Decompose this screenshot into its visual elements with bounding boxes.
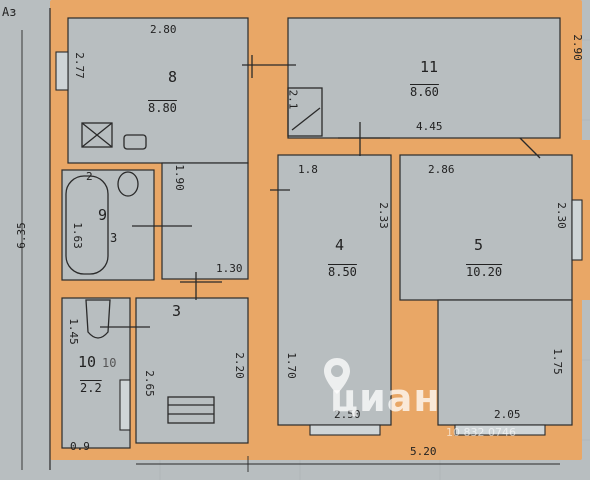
room-10-floor [61, 297, 131, 449]
dim-room11-width: 4.45 [416, 120, 443, 133]
dim-room11-depth: 2.90 [570, 34, 584, 61]
watermark-brand: циан [330, 376, 441, 420]
room-10-number: 10 [78, 353, 97, 371]
dim-room5-width: 2.86 [428, 163, 455, 176]
room-5-number: 5 [474, 236, 484, 254]
room-11-number: 11 [420, 58, 439, 76]
dim-room8-stub: 1.30 [216, 262, 243, 275]
axis-mark: Аз [2, 5, 17, 19]
dim-total-depth: 6.35 [14, 222, 28, 249]
dim-room4-lower: 1.70 [284, 352, 298, 379]
toilet-icon [85, 299, 111, 339]
dim-room10-depth: 1.45 [66, 318, 80, 345]
dim-room11-door: 2.1 [286, 89, 300, 110]
outside-strip [0, 0, 50, 480]
washbasin-icon [117, 171, 139, 197]
dim-room10-width: 0.9 [70, 440, 90, 453]
door-11 [287, 87, 323, 137]
dim-room4-depth: 2.33 [376, 202, 390, 229]
location-pin-icon [324, 358, 350, 394]
stove-icon [81, 122, 113, 148]
room-8-number: 8 [168, 68, 178, 86]
room-8-area: 8.80 [148, 101, 177, 115]
room-11-area: 8.60 [410, 85, 439, 99]
room-8-floor [67, 17, 249, 164]
dim-room8-depth: 2.77 [72, 52, 86, 79]
room-10-area: 2.2 [80, 381, 102, 395]
fixtures [65, 122, 215, 424]
room-5-lower [437, 299, 573, 426]
dim-room3-side: 2.65 [142, 370, 156, 397]
watermark-id: 10 832 0746 [446, 426, 516, 439]
doors [100, 55, 541, 328]
room-10-mark: 10 [102, 356, 117, 370]
dim-room5-depth: 2.30 [554, 202, 568, 229]
dim-room8-lower: 1.90 [172, 164, 186, 191]
room-4-number: 4 [335, 236, 345, 254]
dim-room8-width: 2.80 [150, 23, 177, 36]
dimension-lines [21, 30, 560, 472]
sink-icon [123, 134, 147, 150]
room-interiors [61, 17, 573, 449]
room-8-lower [161, 162, 249, 280]
room-4-area: 8.50 [328, 265, 357, 279]
room-3-number: 3 [172, 302, 182, 320]
room-5-floor [399, 154, 573, 301]
room-11-floor [287, 17, 561, 139]
dim-room4-width: 2.50 [334, 408, 361, 421]
room-9-area: 3 [110, 231, 118, 245]
dim-room5-lower-width: 2.05 [494, 408, 521, 421]
dim-total-width: 5.20 [410, 445, 437, 458]
dim-room4-top: 1.8 [298, 163, 318, 176]
dim-room9-mark: 2 [86, 170, 93, 183]
dim-room9-depth: 1.63 [70, 222, 84, 249]
dim-room3-depth: 2.20 [232, 352, 246, 379]
shelf-icon [167, 396, 215, 424]
dim-room5-lower: 1.75 [550, 348, 564, 375]
bathtub-icon [65, 175, 109, 275]
room-3-floor [135, 297, 249, 444]
windows [55, 51, 583, 436]
room-9-number: 9 [98, 206, 108, 224]
room-5-area: 10.20 [466, 265, 503, 279]
